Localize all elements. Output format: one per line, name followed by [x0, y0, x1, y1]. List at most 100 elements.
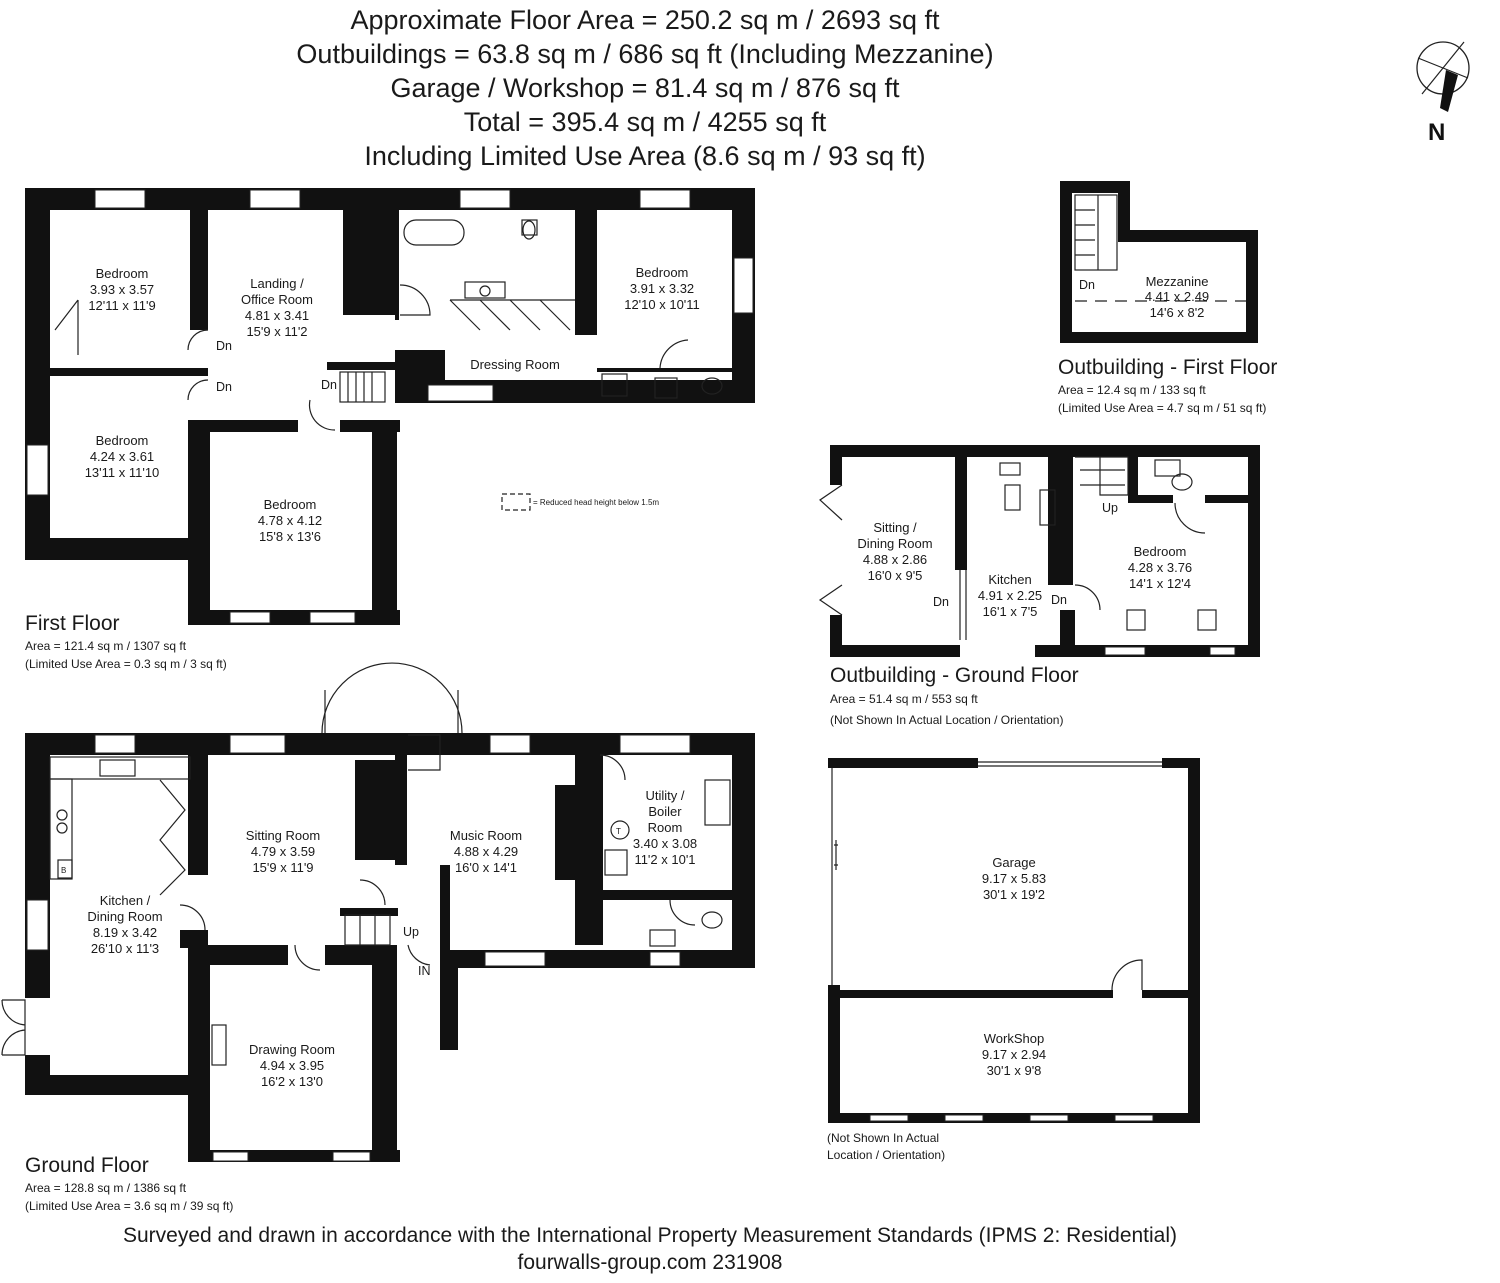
boiler-symbol: T	[616, 827, 621, 836]
svg-text:Mezzanine: Mezzanine	[1146, 274, 1209, 289]
header-garage-line: Garage / Workshop = 81.4 sq m / 876 sq f…	[390, 73, 900, 103]
svg-text:4.91 x 2.25: 4.91 x 2.25	[978, 588, 1042, 603]
room-garage: Garage 9.17 x 5.83 30'1 x 19'2	[982, 855, 1046, 902]
header-limited-line: Including Limited Use Area (8.6 sq m / 9…	[364, 141, 926, 171]
room-out-kitchen: Kitchen 4.91 x 2.25 16'1 x 7'5	[978, 572, 1042, 619]
svg-text:4.79 x 3.59: 4.79 x 3.59	[251, 844, 315, 859]
svg-text:4.88 x 2.86: 4.88 x 2.86	[863, 552, 927, 567]
svg-text:15'9 x 11'9: 15'9 x 11'9	[252, 860, 313, 875]
svg-text:12'11 x 11'9: 12'11 x 11'9	[88, 298, 155, 313]
outbuilding-ground-floor-plan: Sitting / Dining Room 4.88 x 2.86 16'0 x…	[818, 445, 1260, 727]
room-out-sitting-dining: Sitting / Dining Room 4.88 x 2.86 16'0 x…	[857, 520, 932, 583]
svg-text:Boiler: Boiler	[648, 804, 682, 819]
ground-floor-title: Ground Floor	[25, 1154, 149, 1177]
svg-text:4.94 x 3.95: 4.94 x 3.95	[260, 1058, 324, 1073]
compass-north-label: N	[1428, 119, 1445, 146]
svg-text:Kitchen /: Kitchen /	[100, 893, 151, 908]
svg-text:Landing /: Landing /	[250, 276, 304, 291]
stair-label-dn-1: Dn	[216, 339, 232, 353]
svg-text:15'9 x 11'2: 15'9 x 11'2	[246, 324, 307, 339]
footer-reference: fourwalls-group.com 231908	[517, 1251, 783, 1274]
svg-text:26'10 x 11'3: 26'10 x 11'3	[91, 941, 159, 956]
out-dn-label-2: Dn	[1051, 593, 1067, 607]
svg-text:Bedroom: Bedroom	[636, 265, 689, 280]
room-bedroom-4: Bedroom 4.78 x 4.12 15'8 x 13'6	[258, 497, 322, 544]
svg-text:Sitting Room: Sitting Room	[246, 828, 320, 843]
outbuilding-ground-note: (Not Shown In Actual Location / Orientat…	[830, 713, 1063, 727]
svg-text:Bedroom: Bedroom	[96, 433, 149, 448]
room-drawing: Drawing Room 4.94 x 3.95 16'2 x 13'0	[249, 1042, 335, 1089]
svg-text:14'1 x 12'4: 14'1 x 12'4	[1129, 576, 1191, 591]
garage-note-line-2: Location / Orientation)	[827, 1148, 945, 1162]
svg-text:4.24 x 3.61: 4.24 x 3.61	[90, 449, 154, 464]
svg-text:Sitting /: Sitting /	[873, 520, 917, 535]
svg-text:Kitchen: Kitchen	[988, 572, 1031, 587]
svg-text:12'10 x 10'11: 12'10 x 10'11	[624, 297, 700, 312]
svg-text:4.88 x 4.29: 4.88 x 4.29	[454, 844, 518, 859]
svg-text:15'8 x 13'6: 15'8 x 13'6	[259, 529, 321, 544]
ground-floor-area: Area = 128.8 sq m / 1386 sq ft	[25, 1181, 187, 1195]
room-dressing: Dressing Room	[470, 357, 560, 372]
svg-text:Dining Room: Dining Room	[87, 909, 162, 924]
svg-text:14'6 x 8'2: 14'6 x 8'2	[1150, 305, 1205, 320]
svg-text:30'1 x 19'2: 30'1 x 19'2	[983, 887, 1045, 902]
svg-text:Dressing Room: Dressing Room	[470, 357, 560, 372]
svg-text:Drawing Room: Drawing Room	[249, 1042, 335, 1057]
outbuilding-first-limited: (Limited Use Area = 4.7 sq m / 51 sq ft)	[1058, 401, 1266, 415]
svg-text:3.40 x 3.08: 3.40 x 3.08	[633, 836, 697, 851]
garage-note-line-1: (Not Shown In Actual	[827, 1131, 939, 1145]
room-bedroom-2: Bedroom 3.91 x 3.32 12'10 x 10'11	[624, 265, 700, 312]
out-dn-label-1: Dn	[933, 595, 949, 609]
stair-label-dn-3: Dn	[321, 378, 337, 392]
room-bedroom-1: Bedroom 3.93 x 3.57 12'11 x 11'9	[88, 266, 155, 313]
svg-text:Bedroom: Bedroom	[96, 266, 149, 281]
room-bedroom-3: Bedroom 4.24 x 3.61 13'11 x 11'10	[85, 433, 160, 480]
svg-text:Utility /: Utility /	[646, 788, 685, 803]
first-floor-limited: (Limited Use Area = 0.3 sq m / 3 sq ft)	[25, 657, 227, 671]
header-total-line: Total = 395.4 sq m / 4255 sq ft	[463, 107, 827, 137]
svg-text:Bedroom: Bedroom	[264, 497, 317, 512]
svg-text:4.41 x 2.49: 4.41 x 2.49	[1145, 289, 1209, 304]
svg-text:4.28 x 3.76: 4.28 x 3.76	[1128, 560, 1192, 575]
svg-text:9.17 x 5.83: 9.17 x 5.83	[982, 871, 1046, 886]
ground-floor-limited: (Limited Use Area = 3.6 sq m / 39 sq ft)	[25, 1199, 233, 1213]
room-out-bedroom: Bedroom 4.28 x 3.76 14'1 x 12'4	[1128, 544, 1192, 591]
entrance-label: IN	[418, 964, 431, 978]
compass-icon: N	[1416, 41, 1470, 146]
svg-text:16'2 x 13'0: 16'2 x 13'0	[261, 1074, 323, 1089]
room-utility-boiler: Utility / Boiler Room 3.40 x 3.08 11'2 x…	[633, 788, 697, 867]
first-floor-area: Area = 121.4 sq m / 1307 sq ft	[25, 639, 187, 653]
outbuilding-ground-title: Outbuilding - Ground Floor	[830, 664, 1079, 687]
outbuilding-first-title: Outbuilding - First Floor	[1058, 356, 1277, 379]
svg-text:30'1 x 9'8: 30'1 x 9'8	[987, 1063, 1042, 1078]
ground-floor-plan: B T Kitchen / Dining Room 8.19 x 3.42 26…	[1, 662, 755, 1213]
out-stair-up-label: Up	[1102, 501, 1118, 515]
svg-text:16'1 x 7'5: 16'1 x 7'5	[983, 604, 1038, 619]
svg-text:Dining Room: Dining Room	[857, 536, 932, 551]
garage-workshop-plan: Garage 9.17 x 5.83 30'1 x 19'2 WorkShop …	[827, 758, 1200, 1162]
header-outbuildings-line: Outbuildings = 63.8 sq m / 686 sq ft (In…	[296, 39, 994, 69]
svg-text:4.78 x 4.12: 4.78 x 4.12	[258, 513, 322, 528]
svg-text:16'0 x 9'5: 16'0 x 9'5	[868, 568, 923, 583]
svg-text:8.19 x 3.42: 8.19 x 3.42	[93, 925, 157, 940]
room-sitting: Sitting Room 4.79 x 3.59 15'9 x 11'9	[246, 828, 320, 875]
outbuilding-first-floor-plan: Mezzanine 4.41 x 2.49 14'6 x 8'2 Dn Outb…	[1058, 181, 1277, 415]
svg-text:Room: Room	[648, 820, 683, 835]
room-mezzanine: Mezzanine 4.41 x 2.49 14'6 x 8'2	[1145, 274, 1209, 320]
header-area-line: Approximate Floor Area = 250.2 sq m / 26…	[350, 5, 940, 35]
stair-label-dn-2: Dn	[216, 380, 232, 394]
svg-text:3.93 x 3.57: 3.93 x 3.57	[90, 282, 154, 297]
first-floor-plan: = Reduced head height below 1.5m Bedroom…	[25, 188, 755, 671]
svg-text:16'0 x 14'1: 16'0 x 14'1	[455, 860, 517, 875]
svg-text:Garage: Garage	[992, 855, 1035, 870]
svg-text:Bedroom: Bedroom	[1134, 544, 1187, 559]
mezzanine-dn-label: Dn	[1079, 278, 1095, 292]
svg-text:13'11 x 11'10: 13'11 x 11'10	[85, 465, 160, 480]
room-landing-office: Landing / Office Room 4.81 x 3.41 15'9 x…	[241, 276, 313, 339]
svg-text:Music Room: Music Room	[450, 828, 522, 843]
svg-text:Office Room: Office Room	[241, 292, 313, 307]
room-workshop: WorkShop 9.17 x 2.94 30'1 x 9'8	[982, 1031, 1046, 1078]
room-kitchen-dining: Kitchen / Dining Room 8.19 x 3.42 26'10 …	[87, 893, 162, 956]
head-height-key: = Reduced head height below 1.5m	[533, 498, 659, 507]
